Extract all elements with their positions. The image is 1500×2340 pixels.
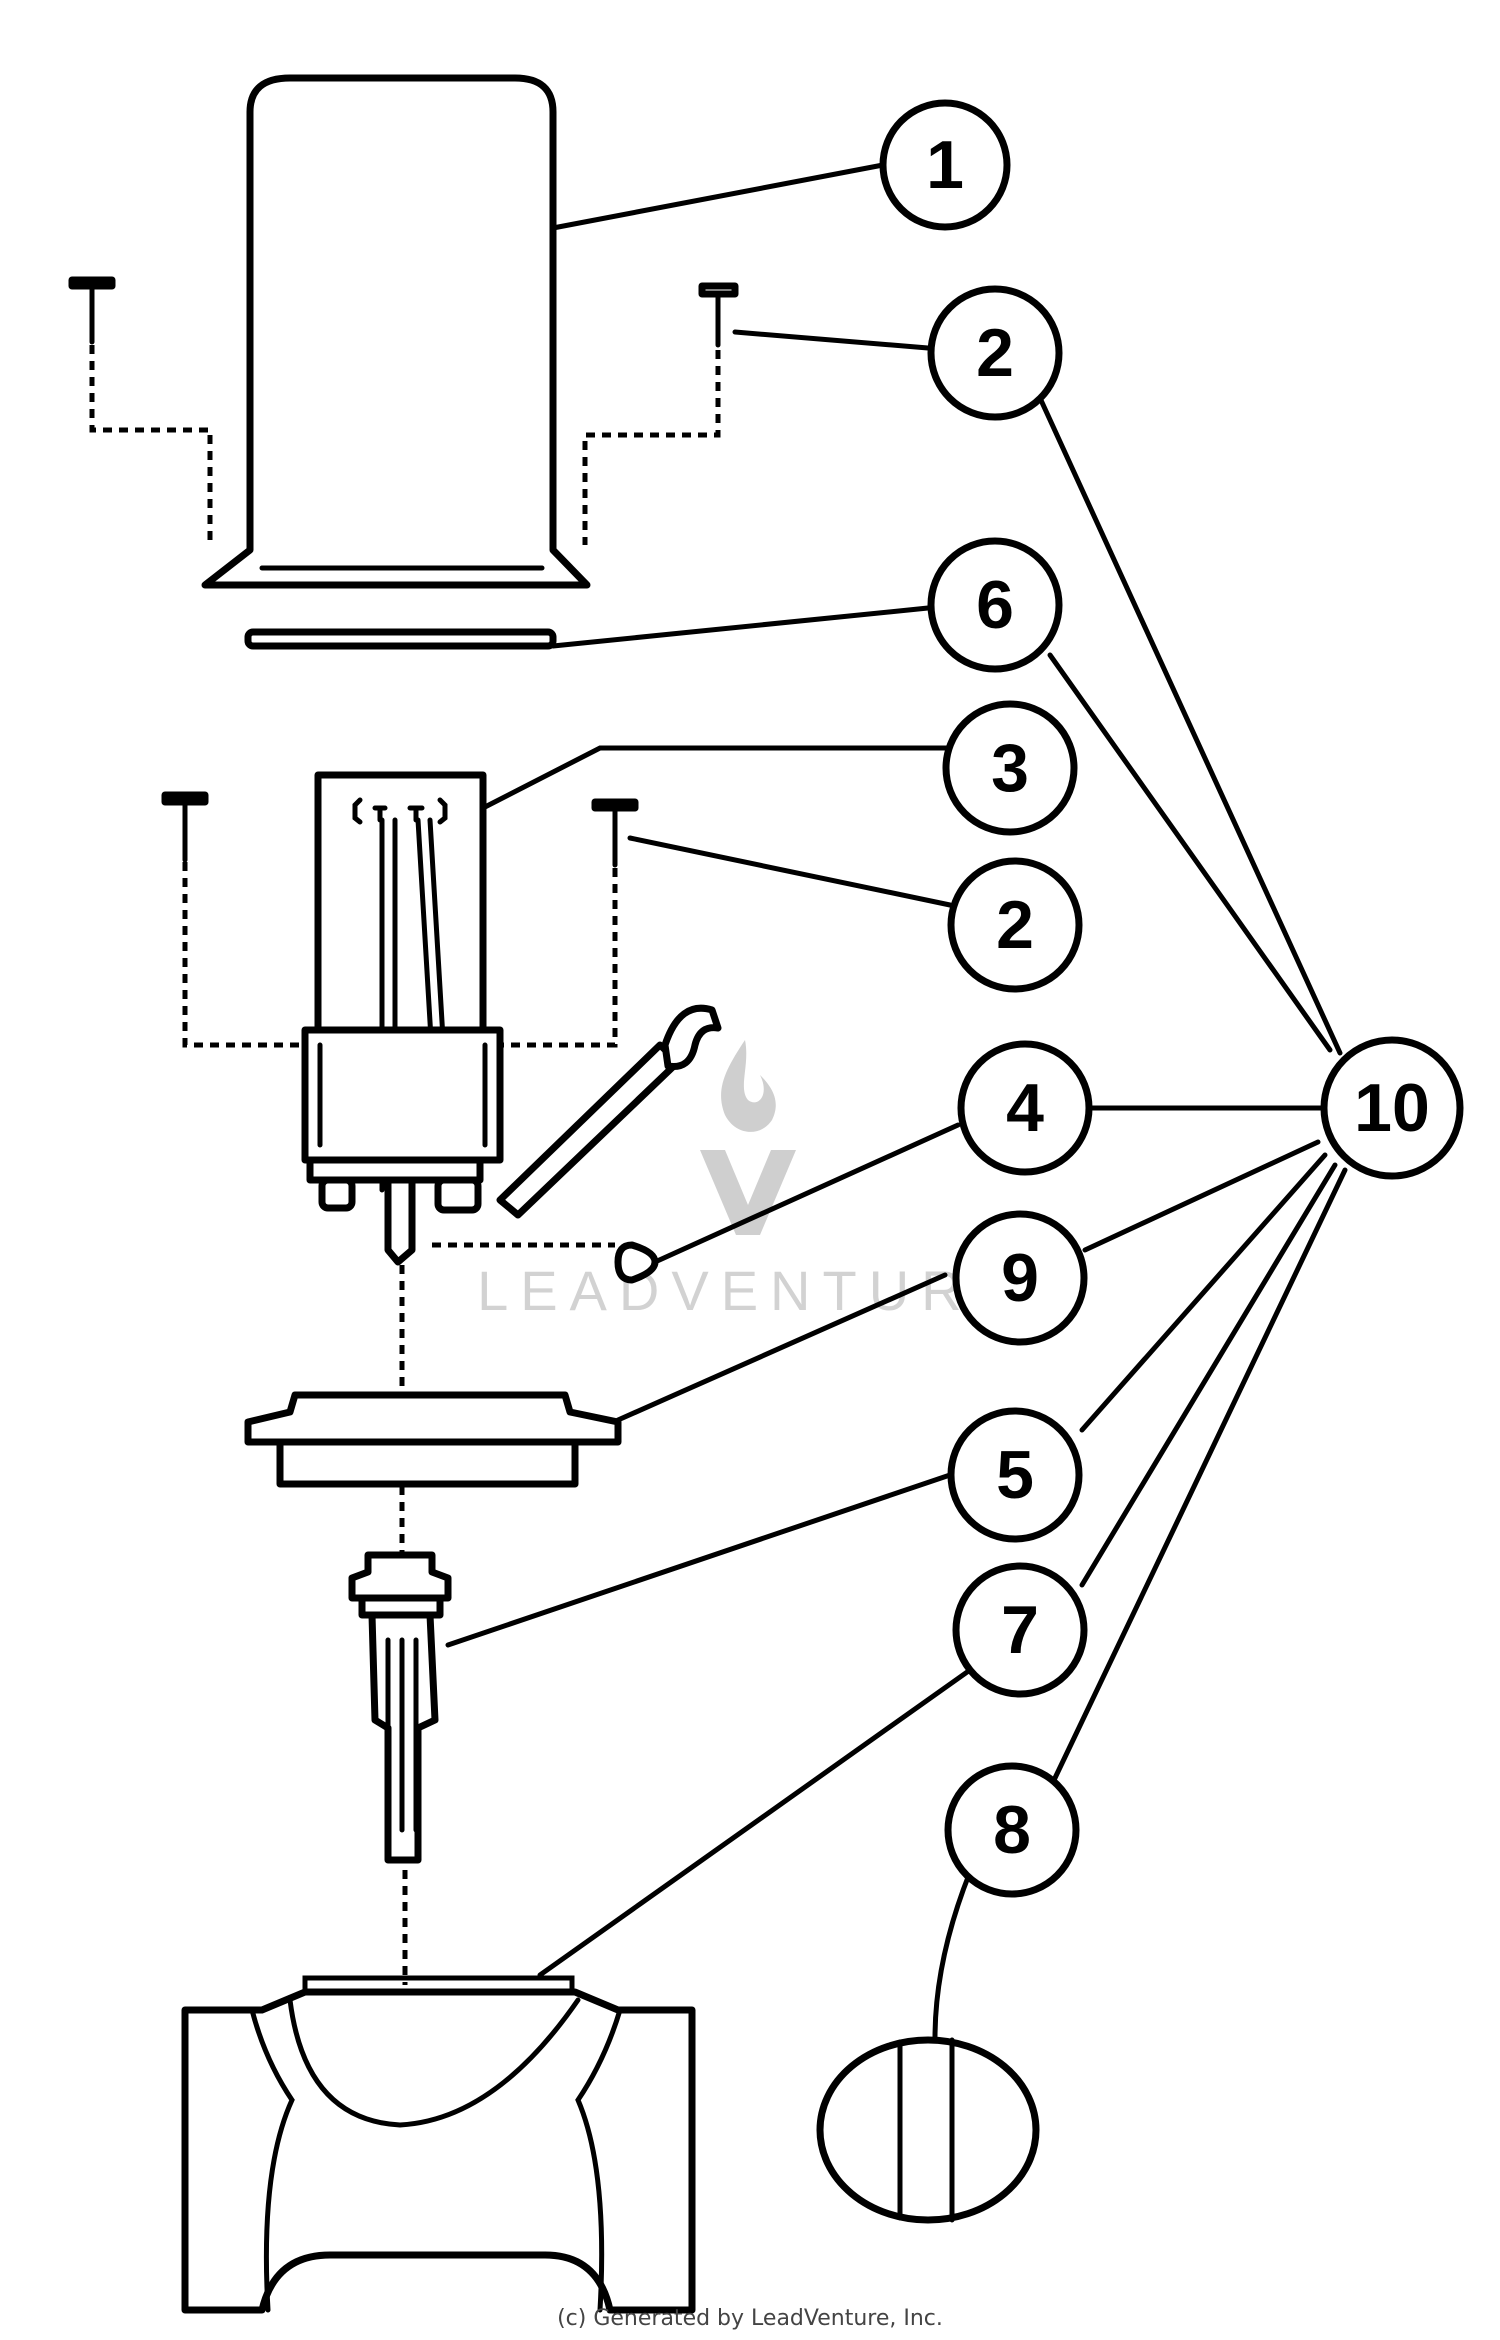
leader-8: [932, 1869, 973, 2041]
screw-middle-left-path: [182, 862, 305, 1048]
screw-top-left: [68, 276, 116, 345]
leader-10-7: [1079, 1162, 1338, 1588]
callout-5: 5: [947, 1407, 1083, 1543]
leadventure-watermark: LEADVENTURE: [477, 1040, 1023, 1322]
screw-middle-right: [591, 798, 639, 868]
leader-10-5: [1079, 1152, 1328, 1433]
copyright-text: (c) Generated by LeadVenture, Inc.: [557, 2306, 943, 2331]
part-6-gasket: [244, 628, 557, 650]
callout-10-label: 10: [1354, 1070, 1430, 1146]
screw-middle-left: [161, 791, 209, 863]
callout-6: 6: [927, 537, 1063, 673]
callout-2-top: 2: [927, 285, 1063, 421]
screw-top-right: [698, 282, 739, 348]
leader-2-top: [732, 329, 931, 351]
watermark-flame-icon: [721, 1040, 776, 1132]
callout-10: 10: [1320, 1036, 1464, 1180]
leader-10-8: [1052, 1167, 1348, 1781]
leader-2-middle: [627, 835, 953, 908]
callout-4-label: 4: [1006, 1070, 1044, 1146]
callout-2-middle: 2: [947, 857, 1083, 993]
callout-2-top-label: 2: [976, 315, 1014, 391]
callout-3: 3: [942, 700, 1078, 836]
leader-4: [652, 1122, 961, 1265]
part-3-switch-assembly: [301, 771, 722, 1266]
leader-9: [615, 1272, 948, 1423]
callout-7-label: 7: [1001, 1592, 1039, 1668]
callout-3-label: 3: [991, 730, 1029, 806]
screw-middle-right-path: [500, 868, 618, 1048]
part-7-valve-body: [181, 1975, 696, 2314]
callout-9-label: 9: [1001, 1240, 1039, 1316]
callout-7: 7: [952, 1562, 1088, 1698]
watermark-text: LEADVENTURE: [477, 1259, 1023, 1322]
callout-4: 4: [957, 1040, 1093, 1176]
callout-8-label: 8: [993, 1792, 1031, 1868]
leader-6: [550, 605, 931, 649]
callout-1-label: 1: [926, 127, 964, 203]
part-5-plunger: [348, 1551, 452, 1864]
part-1-cover: [201, 74, 591, 589]
callout-9: 9: [952, 1210, 1088, 1346]
leader-5: [445, 1472, 953, 1648]
callout-6-label: 6: [976, 567, 1014, 643]
leader-lines-kit-10: [1037, 395, 1348, 1781]
screw-top-left-path: [89, 345, 213, 545]
callout-1: 1: [879, 99, 1011, 231]
part-4-plug: [614, 1241, 659, 1284]
leader-3: [480, 745, 956, 811]
part-9-diaphragm: [244, 1391, 622, 1488]
watermark-v-logo-icon: [700, 1150, 796, 1235]
leader-1: [550, 162, 886, 231]
leader-lines: [445, 162, 973, 2041]
part-8-strainer: [816, 2036, 1040, 2224]
callout-8: 8: [944, 1762, 1080, 1898]
callout-2-middle-label: 2: [996, 887, 1034, 963]
callout-5-label: 5: [996, 1437, 1034, 1513]
screw-top-right-path: [582, 350, 721, 545]
leader-7: [537, 1667, 973, 1978]
